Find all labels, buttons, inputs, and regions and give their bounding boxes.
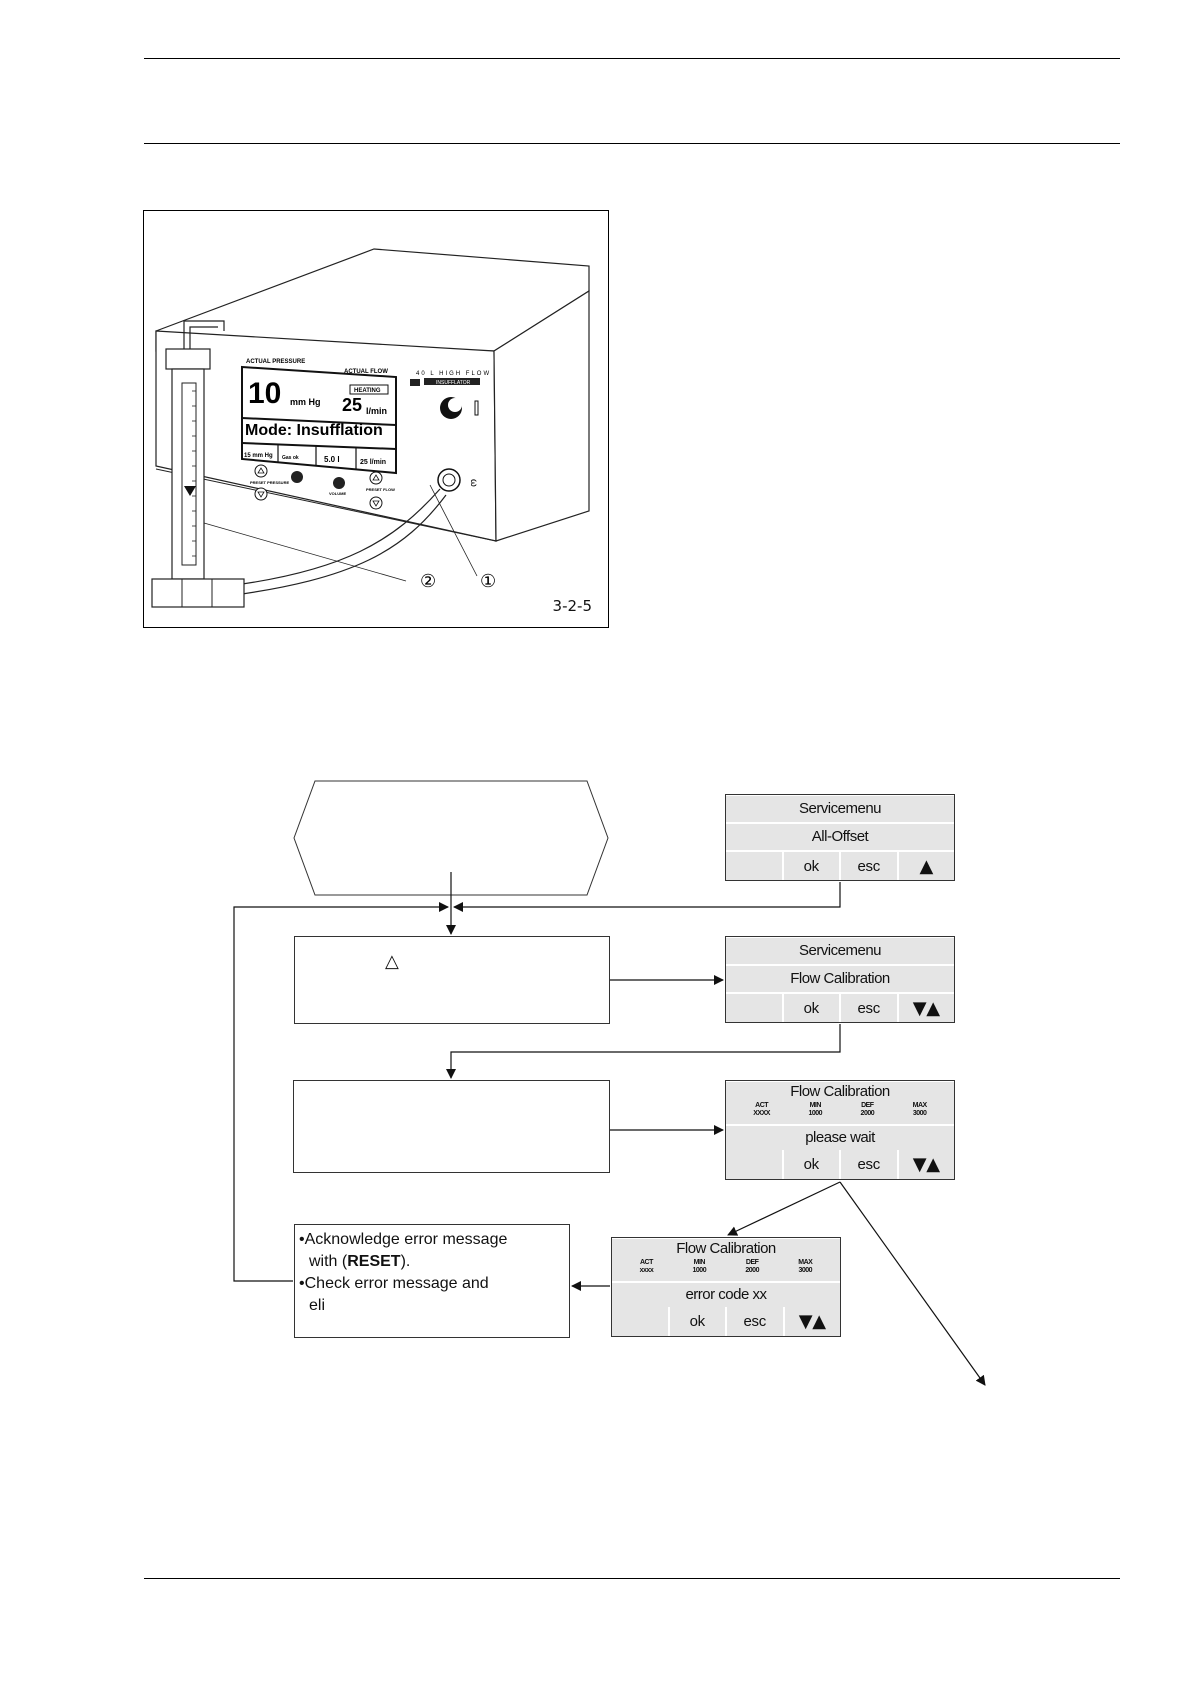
arrow-up-icon: ▲ xyxy=(898,852,954,880)
volume-button xyxy=(333,477,345,489)
esc-softkey: esc xyxy=(841,852,897,880)
gas-status: Gas ok xyxy=(282,455,299,461)
screen-flow-calibration-menu: Servicemenu Flow Calibration ok esc ▼▲ xyxy=(725,936,955,1023)
preset-flow-value: 25 l/min xyxy=(360,459,386,466)
arrow-down-up-icon: ▼▲ xyxy=(898,1150,954,1179)
device-figure: ACTUAL PRESSURE ACTUAL FLOW 10 mm Hg HEA… xyxy=(143,210,609,628)
header-rule-top xyxy=(144,58,1120,59)
arrow-screen2-to-step2 xyxy=(446,1024,841,1079)
error-step-2: •Check error message and xyxy=(299,1275,489,1292)
arrow-screen3-to-screen4 xyxy=(727,1181,841,1236)
screen-title: Flow Calibration xyxy=(790,1083,890,1100)
esc-softkey: esc xyxy=(727,1307,783,1336)
blank-softkey xyxy=(726,852,782,880)
esc-softkey: esc xyxy=(841,1150,897,1179)
blank-softkey xyxy=(726,994,782,1022)
start-hexagon xyxy=(293,780,609,896)
error-step-1: •Acknowledge error message xyxy=(299,1231,508,1248)
screen-title: Servicemenu xyxy=(726,938,954,964)
screen-item: Flow Calibration xyxy=(726,966,954,992)
flow-up-button xyxy=(369,471,383,485)
step-box-1: △ xyxy=(294,936,610,1024)
footer-rule xyxy=(144,1578,1120,1579)
svg-text:ω: ω xyxy=(468,479,479,487)
error-step-1-cont: with (RESET). xyxy=(309,1253,411,1270)
callout-2: ② xyxy=(420,571,436,591)
screen-status: please wait xyxy=(726,1126,954,1150)
error-step-2-cont: eli xyxy=(309,1297,326,1314)
brand-text: 40 L HIGH FLOW xyxy=(416,371,491,377)
preset-pressure-value: 15 mm Hg xyxy=(244,453,273,459)
ok-softkey: ok xyxy=(783,994,839,1022)
flow-down-button xyxy=(369,496,383,510)
pressure-up-button xyxy=(254,464,268,478)
flow-unit: l/min xyxy=(366,406,387,416)
mode-text: Mode: Insufflation xyxy=(245,422,383,439)
flowmeter-float-icon xyxy=(184,486,196,496)
volume-value: 5.0 l xyxy=(324,455,340,464)
figure-id: 3-2-5 xyxy=(552,597,592,615)
screen-all-offset: Servicemenu All-Offset ok esc ▲ xyxy=(725,794,955,881)
screen-item: All-Offset xyxy=(726,824,954,850)
pressure-value: 10 xyxy=(248,377,281,410)
insufflator-illustration: ACTUAL PRESSURE ACTUAL FLOW 10 mm Hg HEA… xyxy=(151,248,590,608)
screen-status: error code xx xyxy=(612,1283,840,1307)
arrow-down-up-icon: ▼▲ xyxy=(784,1307,840,1336)
step-box-2 xyxy=(293,1080,610,1173)
label-actual-pressure: ACTUAL PRESSURE xyxy=(246,359,305,365)
label-actual-flow: ACTUAL FLOW xyxy=(344,369,388,375)
heating-indicator: HEATING xyxy=(354,388,381,394)
ok-softkey: ok xyxy=(783,1150,839,1179)
esc-softkey: esc xyxy=(841,994,897,1022)
btn-label-preset-pressure: PRESET PRESSURE xyxy=(250,480,289,485)
btn-label-preset-flow: PRESET FLOW xyxy=(366,487,395,492)
arrow-down-up-icon: ▼▲ xyxy=(898,994,954,1022)
error-instructions-box: •Acknowledge error message with (RESET).… xyxy=(294,1224,570,1338)
brand-subtitle: INSUFFLATOR xyxy=(436,380,471,386)
arrow-screen3-to-next xyxy=(839,1181,986,1386)
screen-title: Flow Calibration xyxy=(676,1240,776,1257)
ok-softkey: ok xyxy=(669,1307,725,1336)
pressure-unit: mm Hg xyxy=(290,397,321,407)
flow-value: 25 xyxy=(342,395,362,415)
blank-softkey xyxy=(612,1307,668,1336)
screen-title: Servicemenu xyxy=(726,796,954,822)
btn-label-volume: VOLUME xyxy=(329,491,346,496)
blank-softkey xyxy=(726,1150,782,1179)
header-rule-bottom xyxy=(144,143,1120,144)
left-button xyxy=(291,471,303,483)
triangle-up-symbol: △ xyxy=(385,951,399,972)
pressure-down-button xyxy=(254,487,268,501)
ok-softkey: ok xyxy=(783,852,839,880)
callout-1: ① xyxy=(480,571,496,591)
